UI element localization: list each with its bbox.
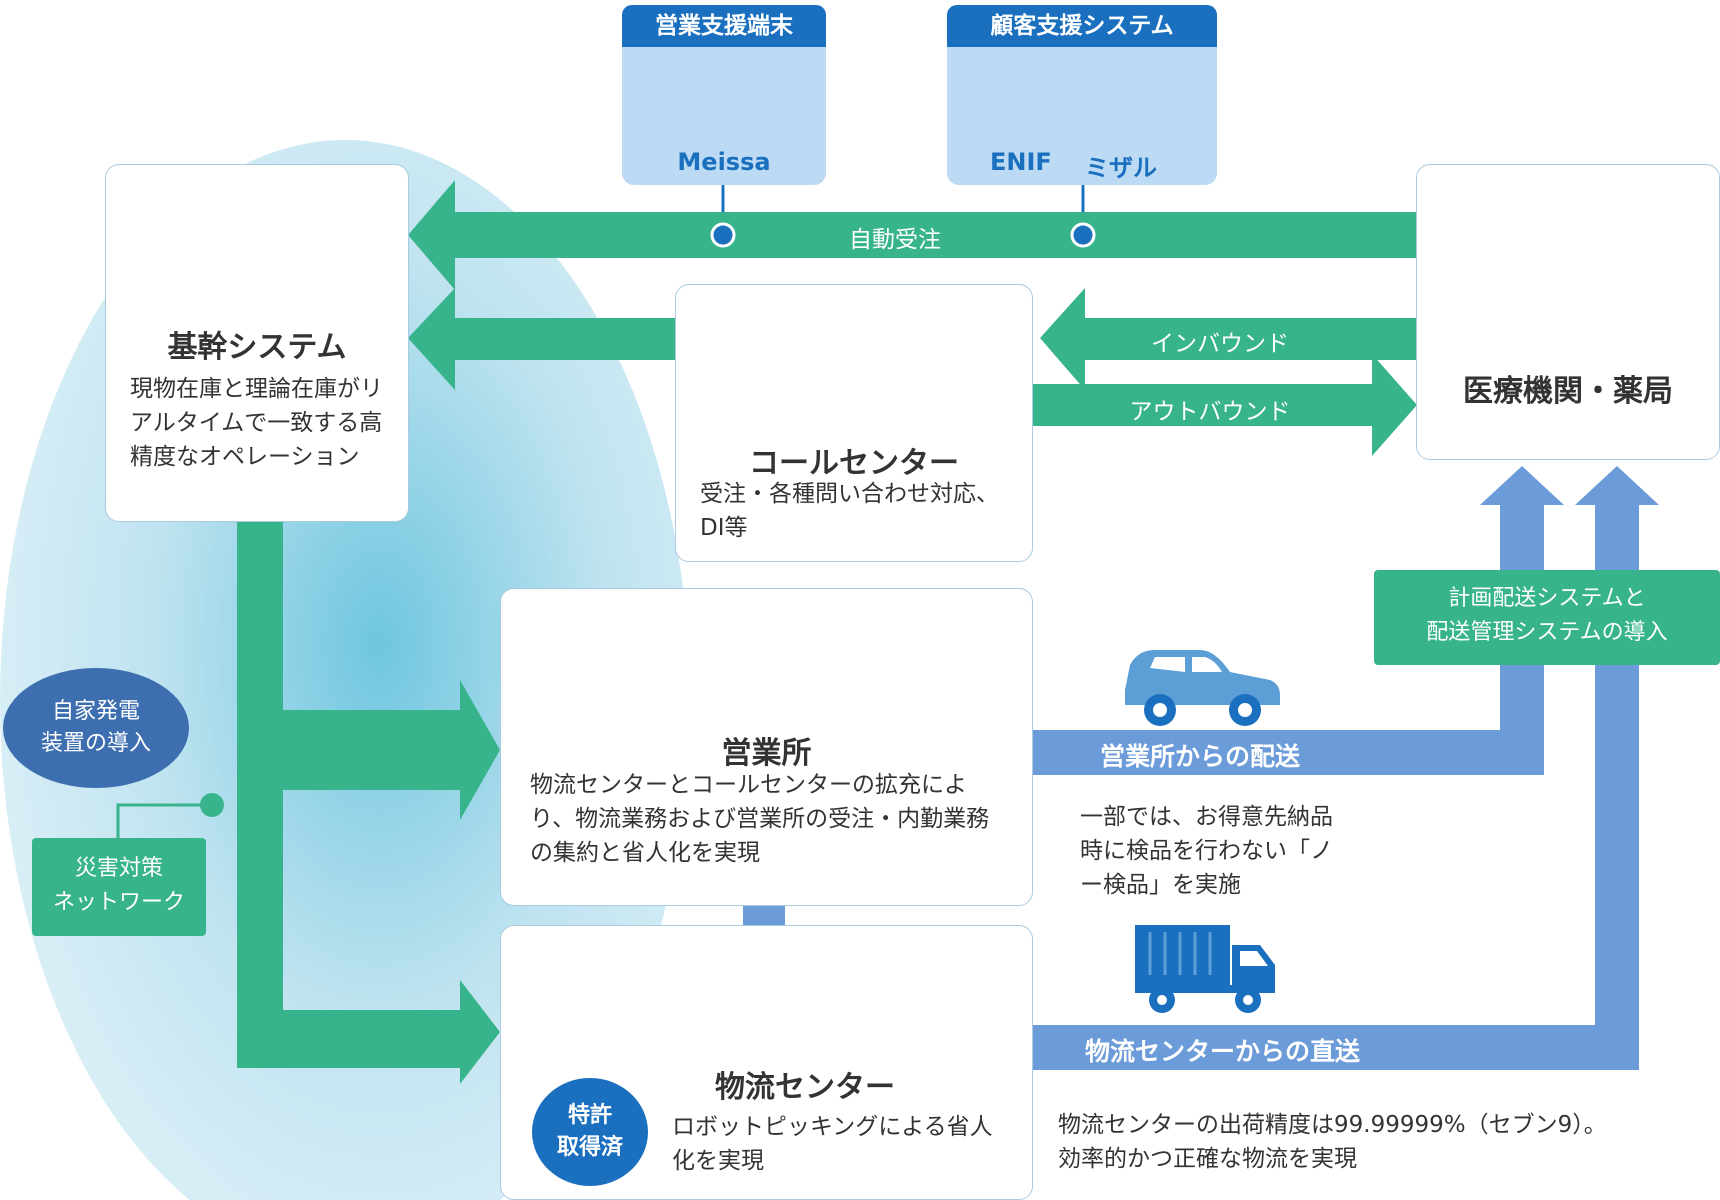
customer-support-header: 顧客支援システム bbox=[947, 5, 1217, 47]
medical-title: 医療機関・薬局 bbox=[1463, 374, 1673, 409]
mizaru-label: ミザル bbox=[1085, 154, 1157, 182]
medical-box bbox=[1416, 164, 1720, 460]
no-inspection-note: 一部では、お得意先納品時に検品を行わない「ノー検品」を実施 bbox=[1080, 804, 1333, 898]
sales-support-body bbox=[622, 47, 826, 185]
logistics-center-title: 物流センター bbox=[715, 1070, 895, 1105]
enif-dot bbox=[1070, 222, 1096, 248]
core-to-center-arrow bbox=[237, 980, 500, 1084]
core-system-desc: 現物在庫と理論在庫がリアルタイムで一致する高精度なオペレーション bbox=[130, 376, 383, 470]
outbound-label: アウトバウンド bbox=[1129, 399, 1291, 425]
disaster-connector bbox=[116, 803, 212, 845]
outbound-arrow bbox=[1033, 354, 1417, 456]
logistics-center-desc: ロボットピッキングによる省人化を実現 bbox=[672, 1114, 993, 1174]
sales-office-desc: 物流センターとコールセンターの拡充により、物流業務および営業所の受注・内勤業務の… bbox=[530, 772, 990, 866]
callcenter-to-core-arrow bbox=[408, 288, 675, 390]
core-system-box bbox=[105, 164, 409, 522]
call-center-title: コールセンター bbox=[749, 446, 959, 481]
core-trunk bbox=[237, 518, 283, 1068]
auto-order-arrow bbox=[408, 180, 1416, 290]
inbound-arrow bbox=[1040, 288, 1416, 390]
core-system-title: 基幹システム bbox=[167, 330, 347, 365]
accuracy-note: 物流センターの出荷精度は99.99999%（セブン9）。 効率的かつ正確な物流を… bbox=[1058, 1112, 1607, 1172]
planning-system-box: 計画配送システムと 配送管理システムの導入 bbox=[1374, 570, 1720, 665]
from-center-label: 物流センターからの直送 bbox=[1085, 1037, 1361, 1066]
core-to-office-arrow bbox=[283, 680, 500, 820]
auto-order-label: 自動受注 bbox=[849, 227, 941, 253]
patent-badge: 特許 取得済 bbox=[532, 1078, 648, 1186]
from-center-arrow bbox=[1033, 466, 1659, 1070]
from-office-label: 営業所からの配送 bbox=[1100, 742, 1301, 771]
car-icon bbox=[1125, 650, 1280, 726]
sales-support-header: 営業支援端末 bbox=[622, 5, 826, 47]
disaster-dot bbox=[200, 793, 224, 817]
meissa-dot-front bbox=[710, 222, 736, 248]
call-center-desc: 受注・各種問い合わせ対応、DI等 bbox=[700, 481, 999, 541]
customer-support-body bbox=[947, 47, 1217, 185]
disaster-network-box: 災害対策 ネットワーク bbox=[32, 838, 206, 936]
power-generation-badge: 自家発電 装置の導入 bbox=[3, 668, 189, 788]
enif-label: ENIF bbox=[990, 148, 1052, 176]
meissa-label: Meissa bbox=[677, 148, 771, 176]
truck-icon bbox=[1135, 925, 1275, 1013]
sales-office-box bbox=[500, 588, 1033, 906]
from-office-arrow bbox=[1033, 466, 1564, 775]
inbound-label: インバウンド bbox=[1151, 331, 1289, 357]
call-center-box bbox=[675, 284, 1033, 562]
sales-office-title: 営業所 bbox=[721, 736, 812, 771]
